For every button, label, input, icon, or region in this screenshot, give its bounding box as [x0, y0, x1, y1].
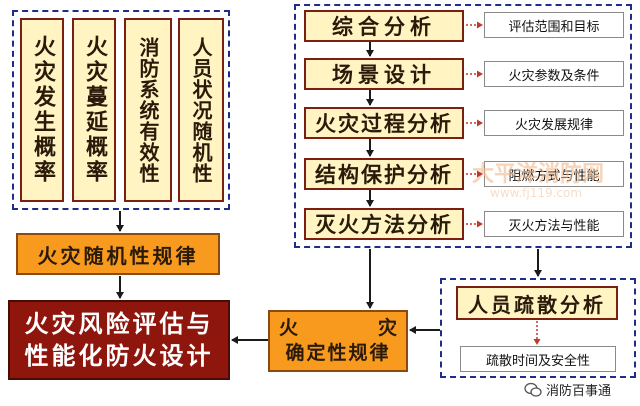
result-line-1: 火灾风险评估与	[24, 309, 214, 338]
result-line-2: 性能化防火设计	[24, 342, 214, 370]
step-structure-protection-analysis: 结构保护分析	[304, 158, 464, 190]
step-extinguishing-method-analysis: 灭火方法分析	[304, 208, 464, 240]
note-fire-development: 火灾发展规律	[484, 110, 624, 136]
step-scenario-design: 场景设计	[304, 58, 464, 90]
watermark-text: 大平洋消防网	[472, 162, 605, 187]
deterministic-line-2: 确定性规律	[285, 342, 391, 364]
evacuation-group	[440, 278, 636, 378]
factor-spread-probability: 火灾蔓延概率	[72, 18, 116, 202]
note-flame-retardant: 阻燃方式与性能	[484, 161, 624, 187]
note-evacuation-time: 疏散时间及安全性	[460, 346, 616, 372]
note-fire-parameters: 火灾参数及条件	[484, 61, 624, 87]
wechat-icon	[524, 382, 542, 397]
note-extinguishing-method: 灭火方法与性能	[484, 211, 624, 237]
analysis-steps-group	[294, 4, 632, 248]
note-evaluation-scope: 评估范围和目标	[484, 12, 624, 38]
result-box: 火灾风险评估与 性能化防火设计	[8, 300, 230, 380]
deterministic-char-left: 火	[279, 317, 299, 340]
factor-fire-probability: 火灾发生概率	[20, 18, 64, 202]
wechat-source: 消防百事通	[524, 380, 611, 399]
deterministic-line-1: 火 灾	[279, 316, 397, 341]
deterministic-law-box: 火 灾 确定性规律	[268, 310, 408, 372]
factor-personnel-randomness: 人员状况随机性	[178, 18, 224, 202]
step-fire-process-analysis: 火灾过程分析	[304, 107, 464, 139]
random-law-box: 火灾随机性规律	[16, 233, 220, 275]
step-evacuation-analysis: 人员疏散分析	[456, 286, 618, 320]
factor-system-effectiveness: 消防系统有效性	[124, 18, 172, 202]
watermark-url: www.fj119.com	[490, 186, 583, 200]
step-comprehensive-analysis: 综合分析	[304, 10, 464, 42]
deterministic-char-right: 灾	[377, 317, 397, 340]
wechat-label: 消防百事通	[546, 384, 612, 399]
factors-group	[12, 10, 230, 210]
